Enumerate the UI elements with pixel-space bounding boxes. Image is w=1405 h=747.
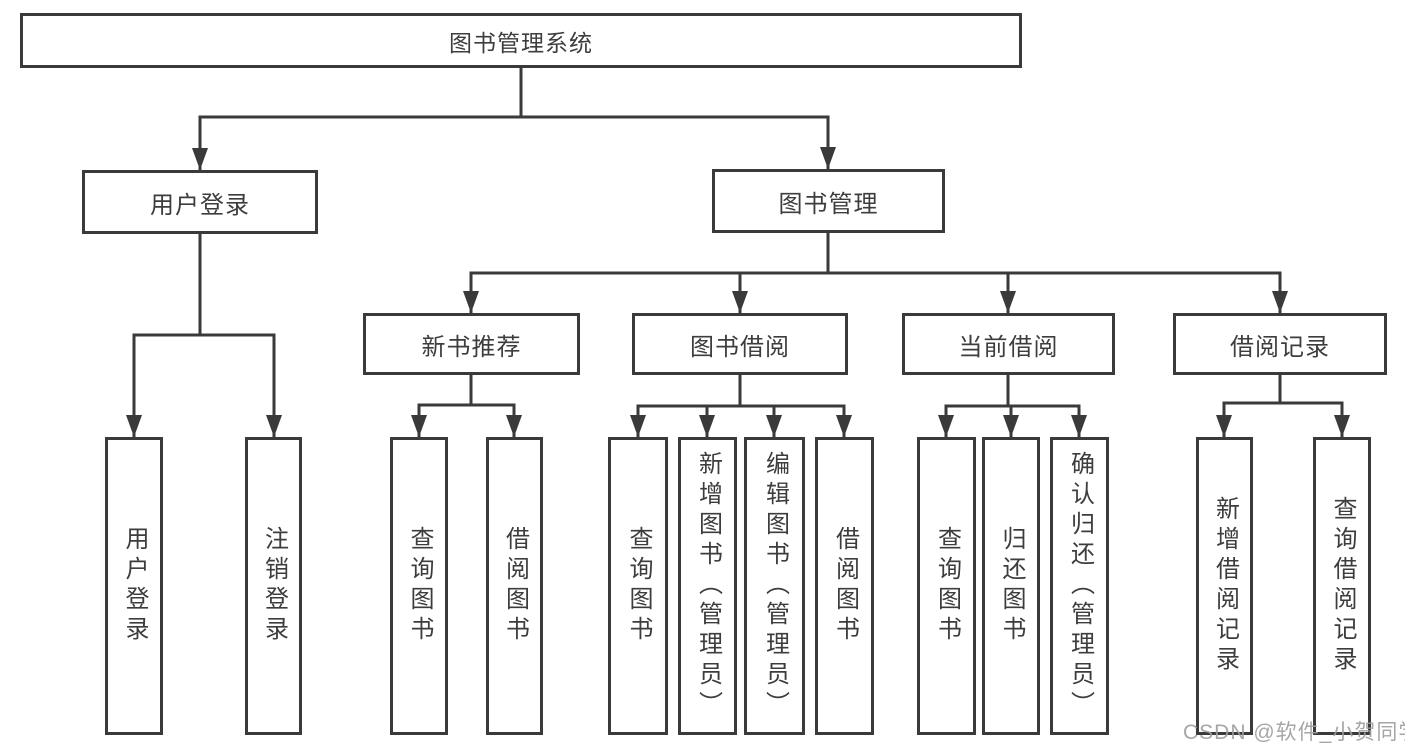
- node-user-login: 用户登录: [82, 170, 318, 234]
- leaf-borrow-books-label: 借阅图书: [831, 526, 859, 646]
- leaf-newbooks-query-books-label: 查询图书: [406, 526, 433, 646]
- leaf-borrow-query-books-label: 查询图书: [625, 526, 652, 646]
- node-new-books-label: 新书推荐: [421, 333, 522, 361]
- node-current-borrow: 当前借阅: [902, 313, 1115, 375]
- leaf-borrow-query-books: 查询图书: [608, 437, 668, 735]
- leaf-return-books: 归还图书: [982, 437, 1040, 735]
- leaf-add-books-admin-label: 新增图书（管理员）: [694, 451, 722, 721]
- node-user-login-label: 用户登录: [150, 191, 250, 219]
- connector-root: [192, 66, 836, 172]
- leaf-return-books-label: 归还图书: [998, 526, 1025, 646]
- leaf-logout: 注销登录: [245, 437, 302, 735]
- leaf-logout-label: 注销登录: [260, 526, 288, 646]
- leaf-add-books-admin: 新增图书（管理员）: [678, 437, 737, 735]
- leaf-newbooks-borrow-books: 借阅图书: [486, 437, 543, 735]
- node-new-books: 新书推荐: [363, 313, 580, 375]
- node-root-library-system: 图书管理系统: [20, 13, 1022, 68]
- node-book-borrow: 图书借阅: [632, 313, 848, 375]
- connector-user-login: [126, 232, 282, 439]
- leaf-query-borrow-record: 查询借阅记录: [1313, 437, 1371, 735]
- node-book-management-label: 图书管理: [778, 190, 879, 218]
- leaf-edit-books-admin-label: 编辑图书（管理员）: [761, 451, 789, 721]
- connector-book-borrow: [630, 373, 852, 439]
- node-current-borrow-label: 当前借阅: [958, 333, 1059, 361]
- connector-new-books: [411, 373, 522, 439]
- csdn-watermark: CSDN @软件_小贺同学: [1183, 721, 1405, 744]
- node-borrow-records: 借阅记录: [1173, 313, 1387, 375]
- leaf-current-query-books-label: 查询图书: [933, 526, 961, 646]
- node-book-borrow-label: 图书借阅: [690, 333, 790, 361]
- node-book-management: 图书管理: [712, 169, 945, 233]
- connector-book-management: [463, 231, 1288, 315]
- leaf-confirm-return-admin-label: 确认归还（管理员）: [1066, 451, 1094, 721]
- leaf-confirm-return-admin: 确认归还（管理员）: [1050, 437, 1109, 735]
- leaf-user-login: 用户登录: [105, 437, 163, 735]
- leaf-newbooks-query-books: 查询图书: [390, 437, 448, 735]
- leaf-query-borrow-record-label: 查询借阅记录: [1329, 496, 1356, 676]
- node-root-label: 图书管理系统: [449, 29, 593, 56]
- leaf-current-query-books: 查询图书: [917, 437, 976, 735]
- leaf-newbooks-borrow-books-label: 借阅图书: [501, 526, 529, 646]
- leaf-edit-books-admin: 编辑图书（管理员）: [744, 437, 805, 735]
- connector-borrow-records: [1216, 373, 1350, 439]
- leaf-user-login-label: 用户登录: [121, 526, 148, 646]
- connector-current-borrow: [938, 373, 1087, 439]
- leaf-add-borrow-record-label: 新增借阅记录: [1211, 496, 1239, 676]
- node-borrow-records-label: 借阅记录: [1230, 333, 1330, 361]
- leaf-add-borrow-record: 新增借阅记录: [1196, 437, 1253, 735]
- leaf-borrow-books: 借阅图书: [815, 437, 874, 735]
